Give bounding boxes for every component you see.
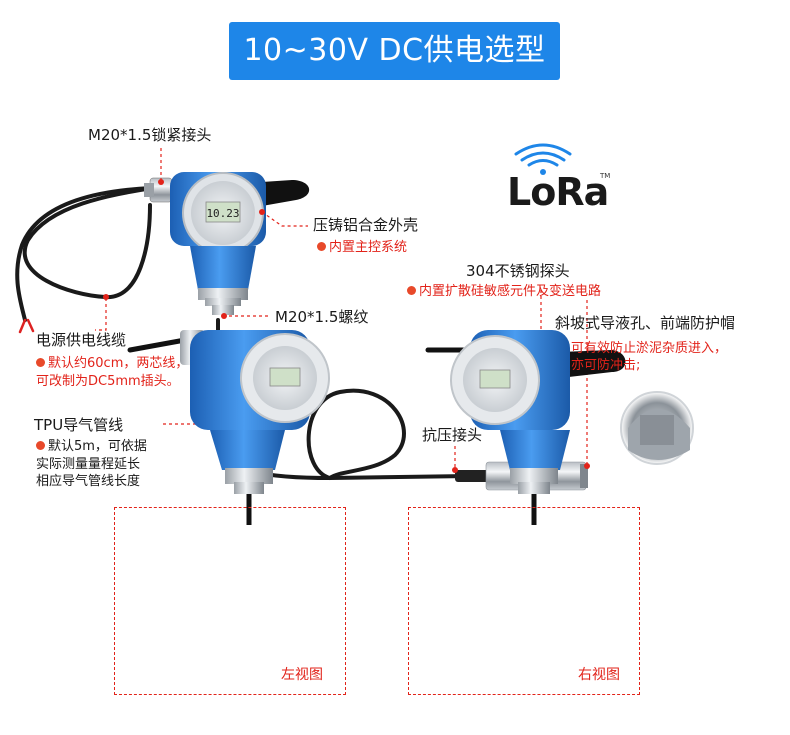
label-m20-lock: M20*1.5锁紧接头 [88,126,212,144]
probe-cap-closeup [620,391,694,465]
note-power-2: 可改制为DC5mm插头。 [36,374,180,389]
bullet-dot-icon [317,242,326,251]
label-housing: 压铸铝合金外壳 [313,216,419,234]
right-view-frame [408,507,640,695]
note-housing: 内置主控系统 [317,236,407,255]
note-tpu-2: 实际测量量程延长 [36,457,141,472]
note-power-1: 默认约60cm，两芯线， [36,352,188,371]
label-power-cable: 电源供电线缆 [36,331,127,349]
lora-trademark: TM [600,172,611,180]
note-probe: 内置扩散硅敏感元件及变送电路 [407,280,601,299]
note-tpu-3: 相应导气管线长度 [36,474,141,489]
left-view-frame [114,507,346,695]
transmitter-unit: 10.23 [144,172,310,315]
page-title: 10~30V DC供电选型 [229,22,560,80]
caption-right-view: 右视图 [572,664,626,684]
label-slope: 斜坡式导液孔、前端防护帽 [555,314,736,332]
label-probe: 304不锈钢探头 [466,262,570,280]
label-press-joint: 抗压接头 [422,426,483,444]
lora-logo: LoRa [507,170,609,214]
bullet-dot-icon [407,286,416,295]
left-view-image [127,330,330,525]
caption-left-view: 左视图 [275,664,329,684]
note-slope-2: 亦可防冲击; [571,358,641,373]
note-tpu-1: 默认5m，可依据 [36,435,147,454]
wifi-signal-icon [514,143,572,167]
power-cable [15,186,154,334]
note-slope-1: 可有效防止淤泥杂质进入， [571,341,728,356]
right-view-image [425,330,626,525]
bullet-dot-icon [36,358,45,367]
display-reading: 10.23 [206,207,239,220]
label-m20-thread: M20*1.5螺纹 [275,308,369,326]
label-tpu: TPU导气管线 [34,416,124,434]
bullet-dot-icon [36,441,45,450]
